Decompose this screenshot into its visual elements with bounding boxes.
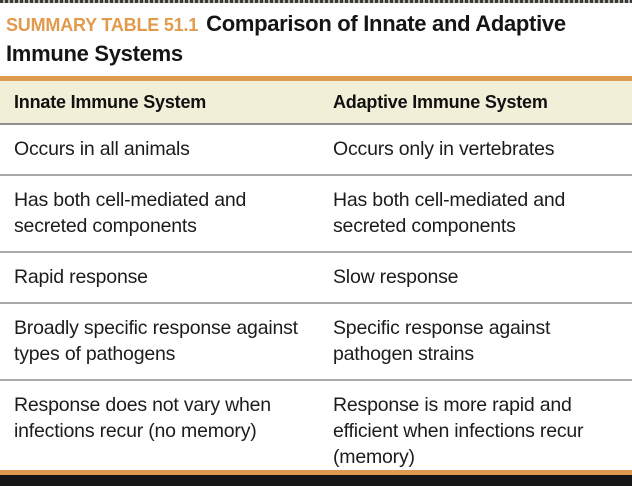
cell-adaptive: Slow response	[333, 266, 459, 288]
table-title: Comparison of Innate and Adaptive Immune…	[6, 11, 566, 66]
cell-adaptive: Occurs only in vertebrates	[333, 138, 555, 160]
table-top-accent-bar	[0, 76, 632, 81]
cell-adaptive: Response is more rapid and efficient whe…	[333, 394, 584, 468]
table-row: Broadly specific response against types …	[0, 302, 632, 379]
table-bottom-accent-bar	[0, 470, 632, 475]
cell-innate: Response does not vary when infections r…	[14, 394, 271, 442]
table-row: Response does not vary when infections r…	[0, 379, 632, 482]
top-dotted-divider	[0, 0, 632, 3]
table-row: Rapid response Slow response	[0, 251, 632, 302]
column-header-adaptive: Adaptive Immune System	[333, 92, 548, 112]
cell-innate: Occurs in all animals	[14, 138, 190, 160]
table-row: Occurs in all animals Occurs only in ver…	[0, 125, 632, 174]
table-row: Has both cell-mediated and secreted comp…	[0, 174, 632, 251]
comparison-table: Innate Immune System Adaptive Immune Sys…	[0, 76, 632, 482]
cell-innate: Rapid response	[14, 266, 148, 288]
cell-adaptive: Specific response against pathogen strai…	[333, 317, 551, 365]
footer-black-bar	[0, 475, 632, 486]
cell-adaptive: Has both cell-mediated and secreted comp…	[333, 189, 566, 237]
cell-innate: Broadly specific response against types …	[14, 317, 298, 365]
table-footer	[0, 470, 632, 486]
table-header-row: Innate Immune System Adaptive Immune Sys…	[0, 81, 632, 125]
column-header-innate: Innate Immune System	[14, 92, 207, 112]
summary-table-number-label: SUMMARY TABLE 51.1	[6, 15, 199, 35]
cell-innate: Has both cell-mediated and secreted comp…	[14, 189, 247, 237]
